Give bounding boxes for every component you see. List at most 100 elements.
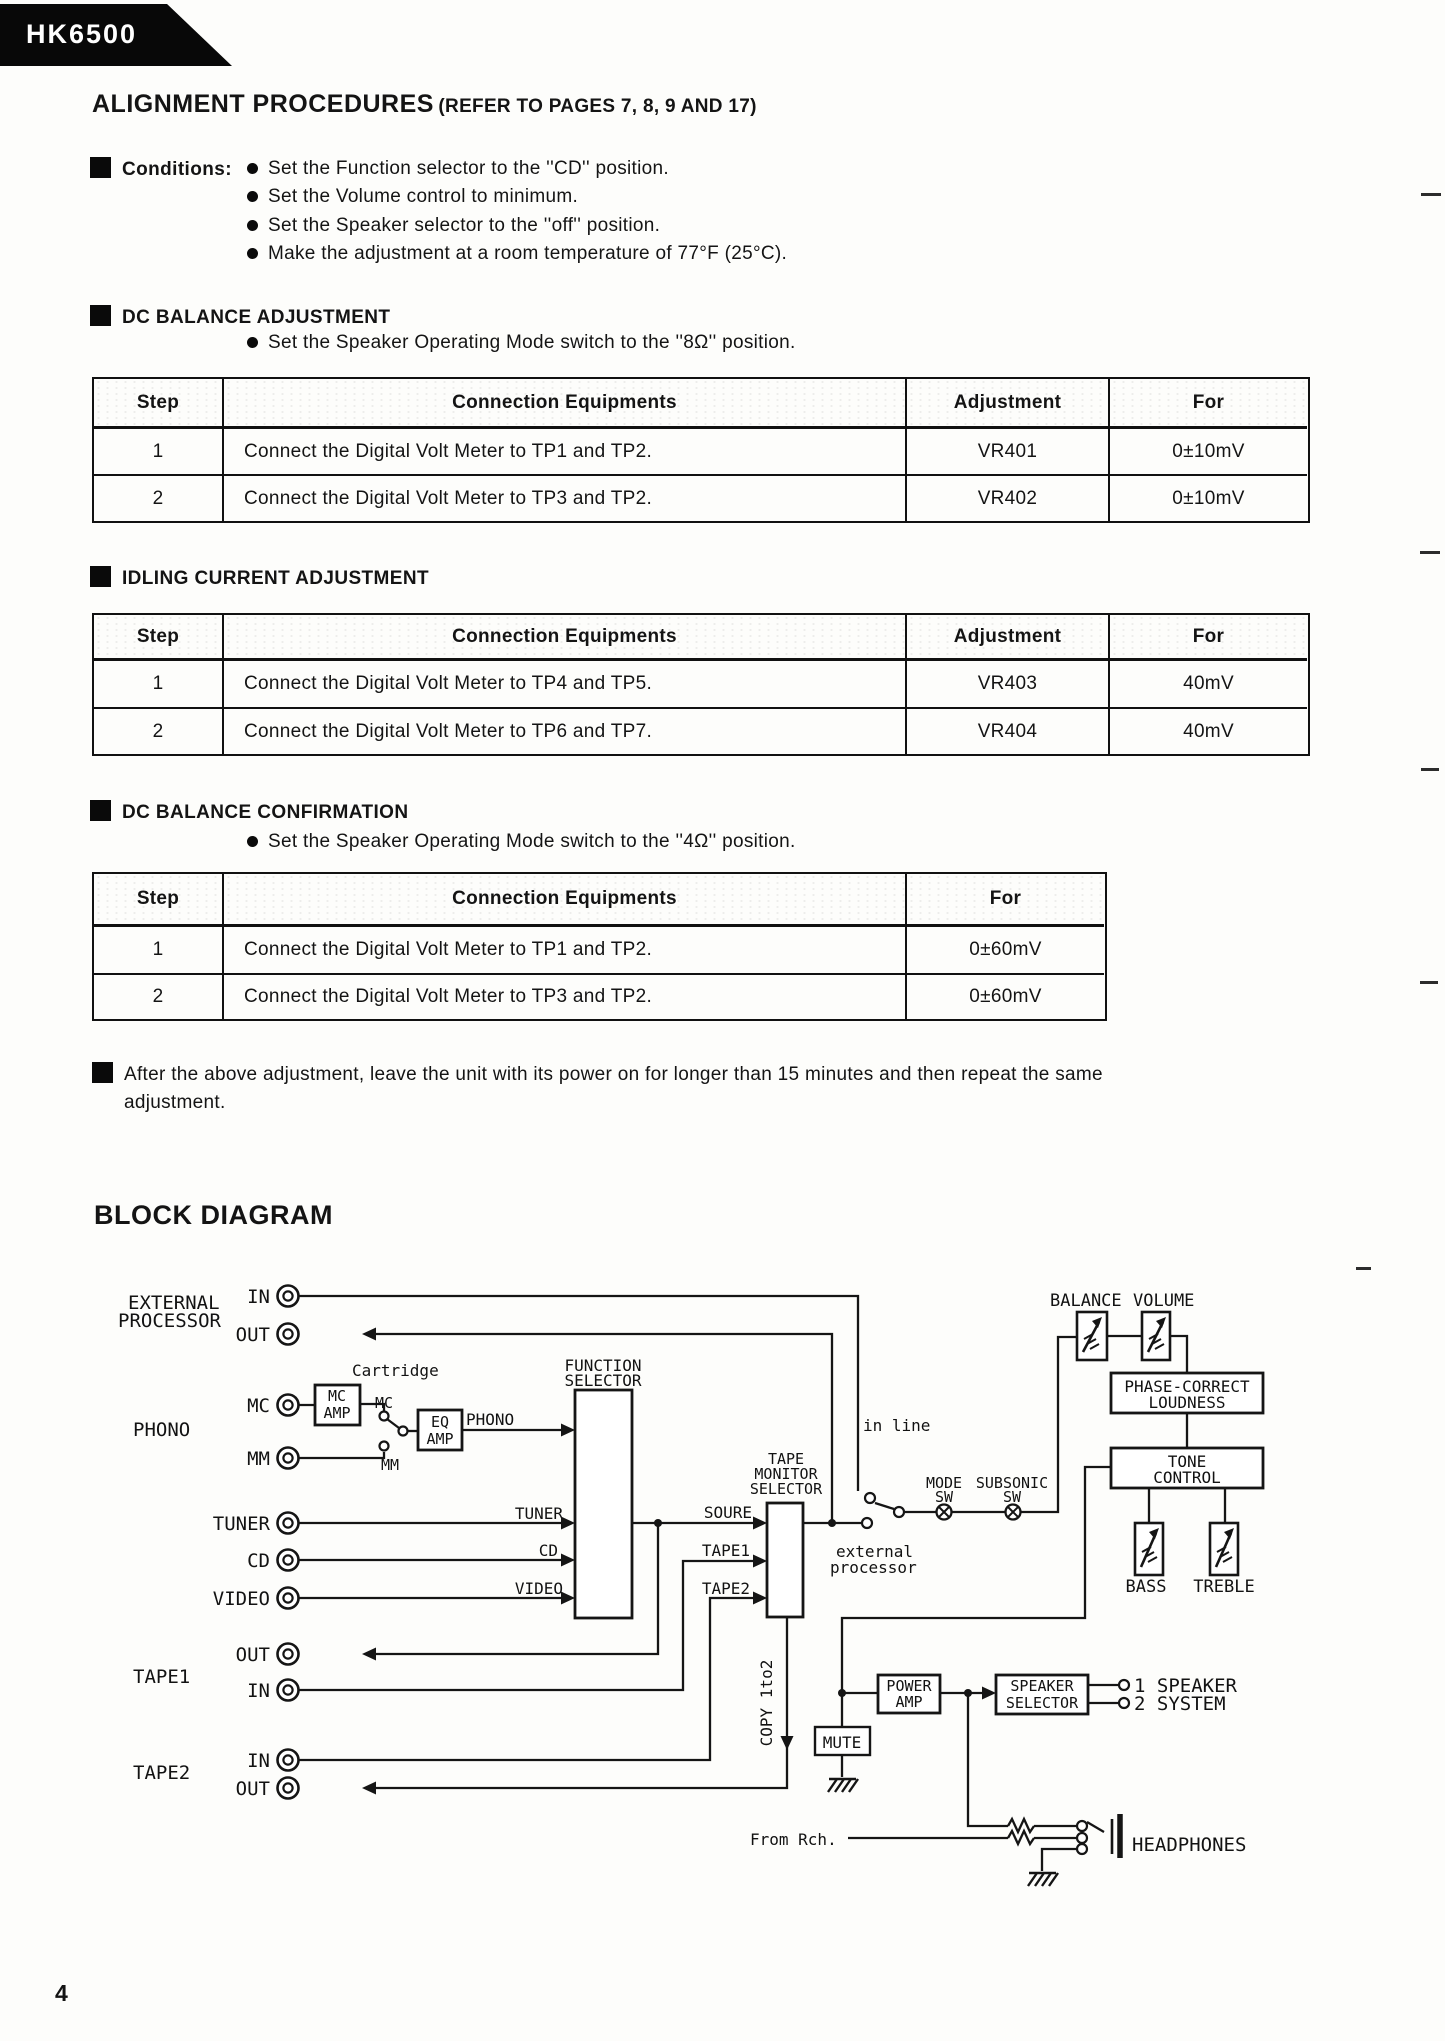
- label-mc-jack: MC: [247, 1395, 270, 1417]
- table-cell: VR403: [907, 661, 1110, 709]
- label-tape1-out: OUT: [236, 1644, 270, 1666]
- label-cartridge-mm: MM: [381, 1456, 399, 1474]
- tape2-out-jack: [276, 1776, 300, 1800]
- label-tms-2: MONITOR: [754, 1465, 818, 1483]
- label-processor: PROCESSOR: [118, 1310, 222, 1332]
- label-phono-line: PHONO: [466, 1410, 514, 1429]
- label-cd-jack: CD: [247, 1550, 270, 1572]
- label-in-line: in line: [863, 1416, 930, 1435]
- label-tape1-line: TAPE1: [702, 1541, 750, 1560]
- square-bullet-icon: [90, 157, 111, 178]
- label-video-line: VIDEO: [515, 1579, 563, 1598]
- label-balance: BALANCE: [1050, 1291, 1122, 1311]
- label-speaker-selector-1: SPEAKER: [1010, 1677, 1074, 1695]
- column-header: Connection Equipments: [224, 615, 907, 661]
- subsonic-sw-icon: [1004, 1503, 1022, 1521]
- wires: [298, 1294, 1227, 1871]
- label-cd-line: CD: [539, 1541, 558, 1560]
- model-tab: HK6500: [0, 4, 232, 66]
- table-cell: Connect the Digital Volt Meter to TP1 an…: [224, 429, 907, 476]
- label-speaker-system-1: 1 SPEAKER: [1134, 1675, 1238, 1697]
- block-diagram: EXTERNAL PROCESSOR IN OUT MC MM PHONO Ca…: [118, 1284, 1265, 1887]
- print-artifact-dash: [1421, 768, 1439, 771]
- table-cell: 0±60mV: [907, 927, 1104, 975]
- label-mc-amp-2: AMP: [323, 1404, 350, 1422]
- switch-pole: [892, 1505, 906, 1519]
- label-eq-amp-2: AMP: [426, 1430, 453, 1448]
- label-tape2-in: IN: [247, 1750, 270, 1772]
- table-cell: VR404: [907, 709, 1110, 754]
- label-copy-1to2: COPY 1to2: [757, 1660, 776, 1747]
- speaker-terminal-2: [1117, 1696, 1131, 1710]
- table-cell: 0±60mV: [969, 986, 1042, 1007]
- column-header: Connection Equipments: [224, 379, 907, 429]
- mode-sw-icon: [935, 1503, 953, 1521]
- table-cell: 2: [94, 476, 224, 521]
- table-cell: 1: [94, 429, 224, 476]
- in-line-contact: [863, 1491, 877, 1505]
- cartridge-mm-contact: [378, 1440, 390, 1452]
- condition-item: Set the Volume control to minimum.: [268, 186, 579, 207]
- label-external-processor-2: processor: [830, 1558, 917, 1577]
- volume-pot-icon: [1140, 1310, 1172, 1362]
- table-cell: 40mV: [1183, 720, 1234, 742]
- table-cell: Connect the Digital Volt Meter to TP6 an…: [224, 709, 907, 754]
- label-speaker-system-2: 2 SYSTEM: [1134, 1693, 1226, 1715]
- mute-box: [813, 1725, 872, 1757]
- print-artifact-dash: [1420, 551, 1440, 554]
- label-control: CONTROL: [1153, 1468, 1220, 1487]
- square-bullet-icon: [90, 566, 111, 587]
- headphone-ring-contact: [1075, 1831, 1089, 1845]
- column-header: Step: [94, 874, 224, 927]
- label-mm-jack: MM: [247, 1448, 270, 1470]
- square-bullet-icon: [90, 800, 111, 821]
- label-bass: BASS: [1126, 1577, 1167, 1597]
- bullet-icon: [247, 191, 258, 202]
- column-header: Adjustment: [907, 615, 1110, 661]
- page-title-main: ALIGNMENT PROCEDURES: [92, 90, 434, 118]
- table-cell: Connect the Digital Volt Meter to TP4 an…: [224, 661, 907, 709]
- conditions-heading: Conditions:: [90, 157, 232, 181]
- table-cell: VR402: [907, 476, 1110, 521]
- model-name: HK6500: [26, 19, 138, 49]
- label-video-jack: VIDEO: [213, 1588, 270, 1610]
- cartridge-mc-contact: [378, 1410, 390, 1422]
- label-phase-correct: PHASE-CORRECT: [1124, 1377, 1250, 1396]
- ground-icon: [1027, 1871, 1059, 1887]
- note-line: adjustment.: [124, 1092, 226, 1113]
- video-jack: [276, 1586, 300, 1610]
- speaker-selector-box: [994, 1673, 1090, 1716]
- label-eq-amp-1: EQ: [431, 1413, 449, 1431]
- mc-amp-box: [313, 1383, 362, 1427]
- label-mode: MODE: [926, 1474, 962, 1492]
- jack-icons: [276, 1284, 300, 1800]
- square-bullet-icon: [92, 1062, 113, 1083]
- table-cell: VR401: [907, 429, 1110, 476]
- table-cell: Connect the Digital Volt Meter to TP1 an…: [224, 927, 907, 975]
- table-cell: Connect the Digital Volt Meter to TP3 an…: [224, 975, 907, 1019]
- headphone-jack-icon: [1110, 1814, 1123, 1858]
- ext-processor-out-jack: [276, 1322, 300, 1346]
- label-speaker-selector-2: SELECTOR: [1006, 1694, 1079, 1712]
- label-subsonic-sw: SW: [1003, 1488, 1022, 1506]
- dc-balance-confirmation-table: Step Connection Equipments For 1 Connect…: [92, 872, 1107, 1021]
- balance-pot-icon: [1075, 1310, 1109, 1362]
- label-soure: SOURE: [704, 1503, 752, 1522]
- block-diagram-title: BLOCK DIAGRAM: [94, 1200, 333, 1230]
- page-number: 4: [55, 1980, 68, 2006]
- eq-amp-box: [416, 1408, 464, 1452]
- label-power: POWER: [886, 1677, 932, 1695]
- dc-balance-adjustment-table: Step Connection Equipments Adjustment Fo…: [92, 377, 1310, 523]
- phase-correct-loudness-box: [1109, 1371, 1265, 1415]
- label-out-jack: OUT: [236, 1324, 270, 1346]
- label-cartridge: Cartridge: [352, 1361, 439, 1380]
- condition-item: Make the adjustment at a room temperatur…: [268, 243, 788, 264]
- section-bullet: Set the Speaker Operating Mode switch to…: [268, 332, 796, 353]
- label-external: EXTERNAL: [128, 1292, 220, 1314]
- table-cell: 1: [94, 927, 224, 975]
- label-mc-amp-1: MC: [328, 1387, 346, 1405]
- tuner-jack: [276, 1511, 300, 1535]
- table-cell: 0±10mV: [1110, 429, 1307, 476]
- label-tape1-in: IN: [247, 1680, 270, 1702]
- section-heading-dc-balance-confirmation: DC BALANCE CONFIRMATION: [90, 800, 408, 824]
